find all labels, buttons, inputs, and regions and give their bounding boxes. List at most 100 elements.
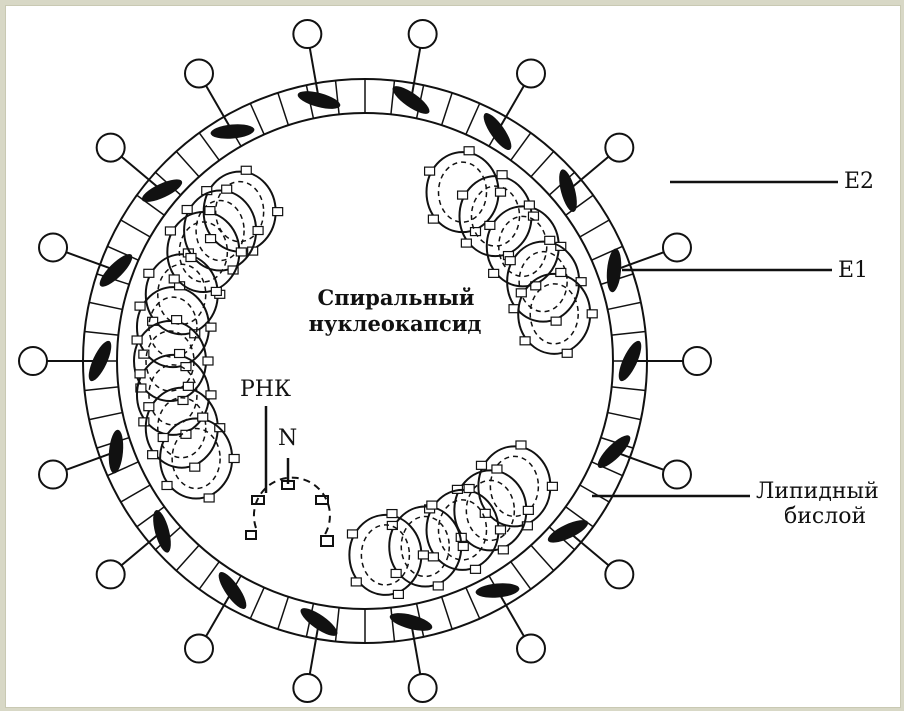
capsid-protein-box	[547, 482, 557, 490]
coil-inner-loop	[172, 429, 220, 489]
helical-nucleocapsid	[132, 147, 597, 599]
capsid-protein-box	[229, 455, 239, 463]
capsid-protein-box	[183, 382, 193, 390]
nucleocapsid-coil	[387, 501, 468, 590]
capsid-protein-box	[428, 215, 438, 223]
bilayer-tick	[612, 387, 646, 391]
capsid-protein-box	[347, 530, 357, 538]
capsid-protein-box	[148, 451, 158, 459]
e2-spike-head	[517, 635, 545, 663]
capsid-protein-box	[175, 349, 185, 357]
bilayer-tick	[89, 413, 122, 420]
capsid-protein-box	[135, 302, 145, 310]
e1-glycoprotein	[214, 568, 251, 612]
e2-spike-head	[663, 233, 691, 261]
capsid-protein-box	[206, 323, 216, 331]
capsid-protein-box	[496, 526, 506, 534]
capsid-protein-box	[144, 403, 154, 411]
capsid-protein-box	[516, 289, 526, 297]
capsid-protein-box	[498, 546, 508, 554]
capsid-protein-box	[182, 206, 192, 214]
capsid-protein-box	[587, 310, 597, 318]
capsid-protein-box	[144, 269, 154, 277]
bilayer-tick	[511, 133, 531, 161]
capsid-protein-box	[186, 254, 196, 262]
label-rna: РНК	[240, 378, 291, 402]
bilayer-tick	[580, 485, 609, 502]
capsid-protein-box	[205, 207, 215, 215]
e2-spike-head	[293, 674, 321, 702]
capsid-protein-box	[556, 268, 566, 276]
capsid-protein-box	[496, 188, 506, 196]
bilayer-tick	[531, 545, 554, 570]
bilayer-tick	[336, 608, 340, 642]
capsid-protein-box	[464, 147, 474, 155]
capsid-protein-box	[516, 441, 526, 449]
e2-spike-head	[409, 20, 437, 48]
coil-inner-loop	[519, 252, 567, 312]
e1-glycoprotein	[210, 123, 255, 141]
capsid-protein-box	[206, 235, 216, 243]
bilayer-tick	[336, 81, 340, 115]
diagram-frame: E2 E1 Спиральный нуклеокапсид РНК N Липи…	[5, 5, 901, 708]
capsid-protein-box	[492, 465, 502, 473]
capsid-protein-box	[458, 542, 468, 550]
e2-spike-head	[605, 134, 633, 162]
bilayer-tick	[176, 151, 199, 176]
e2-spike-head	[293, 20, 321, 48]
e2-spike-head	[19, 347, 47, 375]
e1-glycoprotein	[296, 88, 342, 113]
label-e1: E1	[838, 259, 868, 283]
capsid-protein-box	[158, 434, 168, 442]
leader-lines	[266, 182, 838, 496]
capsid-protein-box	[169, 275, 179, 283]
capsid-protein-box	[480, 509, 490, 517]
nucleocapsid-coil	[425, 485, 506, 574]
e2-spike-head	[663, 461, 691, 489]
e2-spike-head	[409, 674, 437, 702]
nucleocapsid-coil	[182, 185, 263, 274]
capsid-protein-box	[427, 501, 437, 509]
bilayer-tick	[85, 332, 119, 336]
capsid-protein-box	[198, 413, 208, 421]
capsid-protein-box	[551, 317, 561, 325]
e1-glycoproteins	[84, 82, 645, 641]
bilayer-tick	[391, 81, 395, 115]
capsid-protein-box	[433, 582, 443, 590]
bilayer-tick	[612, 332, 646, 336]
e2-spike-head	[39, 461, 67, 489]
label-bilayer-line1: Липидный	[756, 480, 879, 504]
e2-spike-head	[605, 560, 633, 588]
e2-spike-head	[517, 59, 545, 87]
bilayer-tick	[608, 413, 641, 420]
nucleocapsid-coil	[476, 441, 557, 530]
bilayer-tick	[608, 302, 641, 309]
capsid-protein-box	[165, 227, 175, 235]
capsid-protein-box	[428, 553, 438, 561]
capsid-protein-box	[241, 166, 251, 174]
bilayer-tick	[531, 151, 554, 176]
capsid-protein-box	[497, 171, 507, 179]
bilayer-tick	[121, 220, 150, 237]
bilayer-tick	[442, 597, 453, 629]
capsid-protein-box	[524, 201, 534, 209]
e2-spike-head	[683, 347, 711, 375]
capsid-protein-box	[211, 287, 221, 295]
bilayer-tick	[442, 93, 453, 125]
coil-inner-loop	[158, 398, 206, 458]
capsid-protein-box	[391, 569, 401, 577]
bilayer-tick	[121, 485, 150, 502]
e1-glycoprotein	[545, 516, 591, 547]
capsid-protein-box	[222, 185, 232, 193]
e2-spike-head	[97, 134, 125, 162]
capsid-protein-box	[470, 228, 480, 236]
e1-glycoprotein	[388, 610, 434, 635]
e1-glycoprotein	[479, 109, 516, 153]
n-protein-ring	[246, 478, 333, 546]
capsid-protein-box	[253, 227, 263, 235]
capsid-protein-box	[470, 565, 480, 573]
nucleocapsid-coil	[158, 413, 239, 502]
e1-glycoprotein	[389, 82, 433, 119]
label-nucleocapsid-line1: Спиральный	[308, 286, 484, 310]
capsid-protein-box	[162, 481, 172, 489]
